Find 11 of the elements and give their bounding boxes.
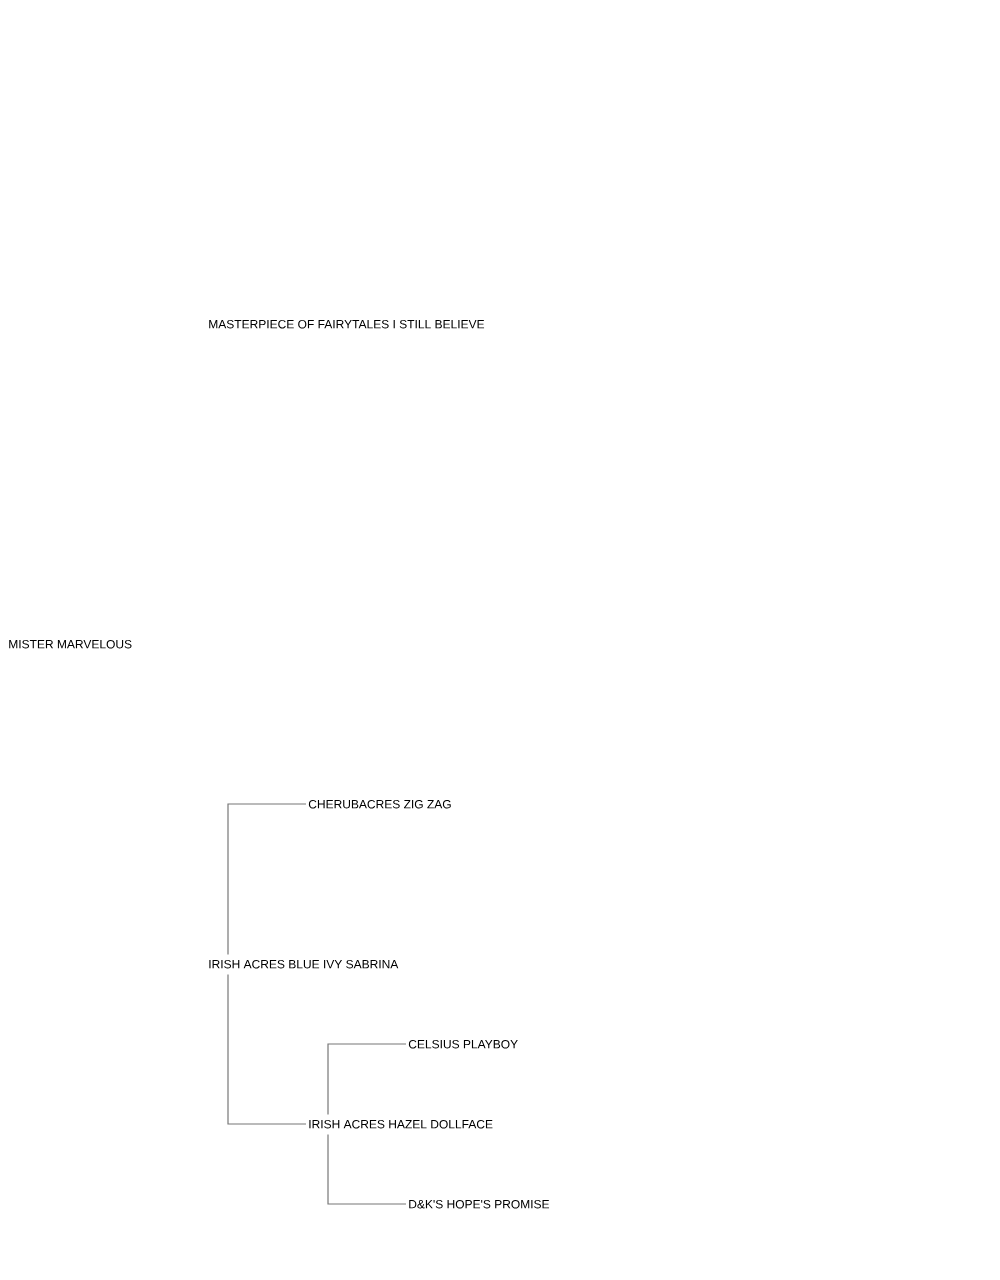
animal-name: CHERUBACRES ZIG ZAG — [308, 799, 451, 809]
animal-name: CELSIUS PLAYBOY — [408, 1039, 518, 1049]
pedigree-line — [227, 974, 307, 1125]
animal-name: D&K'S HOPE'S PROMISE — [409, 1199, 550, 1209]
pedigree-line — [327, 1134, 407, 1205]
pedigree-line — [327, 1043, 407, 1115]
animal-name: MISTER MARVELOUS — [9, 639, 132, 649]
pedigree-line — [227, 803, 307, 955]
animal-name: IRISH ACRES HAZEL DOLLFACE — [309, 1119, 493, 1129]
animal-name: IRISH ACRES BLUE IVY SABRINA — [209, 959, 399, 969]
animal-name: MASTERPIECE OF FAIRYTALES I STILL BELIEVE — [209, 319, 485, 329]
